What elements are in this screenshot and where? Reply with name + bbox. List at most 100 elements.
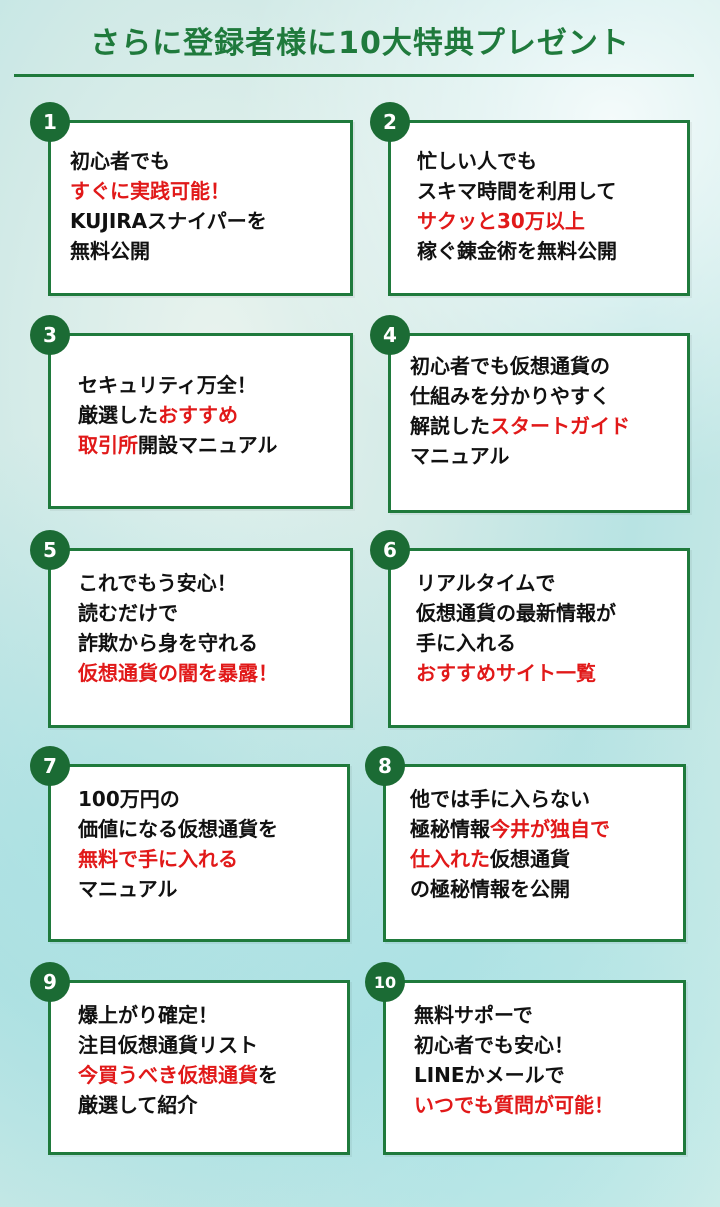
card-line: の極秘情報を公開 — [410, 874, 610, 904]
card-text: これでもう安心！ 読むだけで詐欺から身を守れる仮想通貨の闇を暴露！ — [78, 568, 278, 688]
highlight-text: 仕入れた — [410, 847, 490, 871]
highlight-text: 今買うべき仮想通貨 — [78, 1063, 258, 1087]
body-text: 詐欺から身を守れる — [78, 631, 258, 655]
body-text: 稼ぐ錬金術を無料公開 — [417, 239, 617, 263]
card-number-badge: 4 — [370, 315, 410, 355]
card-text: 忙しい人でもスキマ時間を利用してサクッと30万以上稼ぐ錬金術を無料公開 — [417, 146, 617, 266]
card-line: 爆上がり確定！ — [78, 1000, 278, 1030]
card-line: 仮想通貨の最新情報が — [416, 598, 616, 628]
highlight-text: 取引所 — [78, 433, 138, 457]
body-text: 解説した — [410, 414, 490, 438]
card-line: 手に入れる — [416, 628, 616, 658]
highlight-text: スタートガイド — [490, 414, 630, 438]
title-divider — [14, 74, 694, 77]
card-line: 仕組みを分かりやすく — [410, 381, 630, 411]
card-line: 厳選して紹介 — [78, 1090, 278, 1120]
card-line: 読むだけで — [78, 598, 278, 628]
body-text: 開設マニュアル — [138, 433, 278, 457]
benefit-card-10 — [383, 980, 686, 1155]
page-title: さらに登録者様に10大特典プレゼント — [90, 26, 630, 61]
benefit-card-7 — [48, 764, 350, 942]
card-line: 取引所開設マニュアル — [78, 430, 277, 460]
card-number-badge: 9 — [30, 962, 70, 1002]
body-text: 仮想通貨の最新情報が — [416, 601, 616, 625]
card-number-badge: 2 — [370, 102, 410, 142]
body-text: スキマ時間を利用して — [417, 179, 617, 203]
body-text: リアルタイムで — [416, 571, 556, 595]
card-line: 詐欺から身を守れる — [78, 628, 278, 658]
card-line: 他では手に入らない — [410, 784, 610, 814]
body-text: 100万円の — [78, 787, 180, 811]
card-line: 極秘情報今井が独自で — [410, 814, 610, 844]
body-text: 初心者でも仮想通貨の — [410, 354, 610, 378]
benefit-card-6 — [388, 548, 690, 728]
benefit-card-2 — [388, 120, 690, 296]
benefit-card-3 — [48, 333, 353, 509]
benefit-card-4 — [388, 333, 690, 513]
card-line: サクッと30万以上 — [417, 206, 617, 236]
card-line: 無料公開 — [70, 236, 267, 266]
highlight-text: サクッと30万以上 — [417, 209, 585, 233]
body-text: 読むだけで — [78, 601, 178, 625]
card-line: LINEかメールで — [414, 1060, 614, 1090]
card-line: 解説したスタートガイド — [410, 411, 630, 441]
card-line: スキマ時間を利用して — [417, 176, 617, 206]
benefit-card-1 — [48, 120, 353, 296]
card-line: マニュアル — [410, 441, 630, 471]
body-text: を — [258, 1063, 278, 1087]
card-line: 初心者でも — [70, 146, 267, 176]
card-line: 無料サポーで — [414, 1000, 614, 1030]
highlight-text: 無料で手に入れる — [78, 847, 238, 871]
body-text: LINEかメールで — [414, 1063, 565, 1087]
card-number-badge: 7 — [30, 746, 70, 786]
highlight-text: 今井が独自で — [490, 817, 610, 841]
body-text: の極秘情報を公開 — [410, 877, 570, 901]
card-line: 無料で手に入れる — [78, 844, 278, 874]
body-text: 厳選した — [78, 403, 158, 427]
body-text: KUJIRAスナイパーを — [70, 209, 267, 233]
highlight-text: いつでも質問が可能！ — [414, 1093, 614, 1117]
card-line: 初心者でも安心！ — [414, 1030, 614, 1060]
body-text: 初心者でも — [70, 149, 170, 173]
card-line: 忙しい人でも — [417, 146, 617, 176]
body-text: 仕組みを分かりやすく — [410, 384, 610, 408]
card-text: セキュリティ万全！厳選したおすすめ取引所開設マニュアル — [78, 370, 277, 460]
card-line: いつでも質問が可能！ — [414, 1090, 614, 1120]
card-text: 他では手に入らない極秘情報今井が独自で仕入れた仮想通貨の極秘情報を公開 — [410, 784, 610, 904]
card-line: KUJIRAスナイパーを — [70, 206, 267, 236]
card-line: 厳選したおすすめ — [78, 400, 277, 430]
card-line: 今買うべき仮想通貨を — [78, 1060, 278, 1090]
card-text: 爆上がり確定！注目仮想通貨リスト今買うべき仮想通貨を厳選して紹介 — [78, 1000, 278, 1120]
body-text: 無料公開 — [70, 239, 150, 263]
body-text: 爆上がり確定！ — [78, 1003, 218, 1027]
highlight-text: 仮想通貨の闇を暴露！ — [78, 661, 278, 685]
card-text: 初心者でも仮想通貨の仕組みを分かりやすく解説したスタートガイドマニュアル — [410, 351, 630, 471]
card-number-badge: 5 — [30, 530, 70, 570]
body-text: 価値になる仮想通貨を — [78, 817, 278, 841]
body-text: 初心者でも安心！ — [414, 1033, 574, 1057]
card-text: 100万円の価値になる仮想通貨を無料で手に入れるマニュアル — [78, 784, 278, 904]
card-line: おすすめサイト一覧 — [416, 658, 616, 688]
body-text: マニュアル — [410, 444, 510, 468]
body-text: これでもう安心！ — [78, 571, 237, 595]
benefit-card-8 — [383, 764, 686, 942]
card-line: リアルタイムで — [416, 568, 616, 598]
body-text: 無料サポーで — [414, 1003, 533, 1027]
body-text: 厳選して紹介 — [78, 1093, 198, 1117]
card-line: 注目仮想通貨リスト — [78, 1030, 278, 1060]
body-text: 注目仮想通貨リスト — [78, 1033, 258, 1057]
card-line: マニュアル — [78, 874, 278, 904]
card-line: 仕入れた仮想通貨 — [410, 844, 610, 874]
card-line: すぐに実践可能！ — [70, 176, 267, 206]
body-text: 手に入れる — [416, 631, 516, 655]
highlight-text: おすすめ — [158, 403, 238, 427]
card-number-badge: 1 — [30, 102, 70, 142]
body-text: 仮想通貨 — [490, 847, 570, 871]
card-line: セキュリティ万全！ — [78, 370, 277, 400]
body-text: 他では手に入らない — [410, 787, 590, 811]
body-text: 極秘情報 — [410, 817, 490, 841]
card-text: 初心者でもすぐに実践可能！ KUJIRAスナイパーを無料公開 — [70, 146, 267, 266]
card-number-badge: 10 — [365, 962, 405, 1002]
body-text: マニュアル — [78, 877, 178, 901]
benefit-card-5 — [48, 548, 353, 728]
